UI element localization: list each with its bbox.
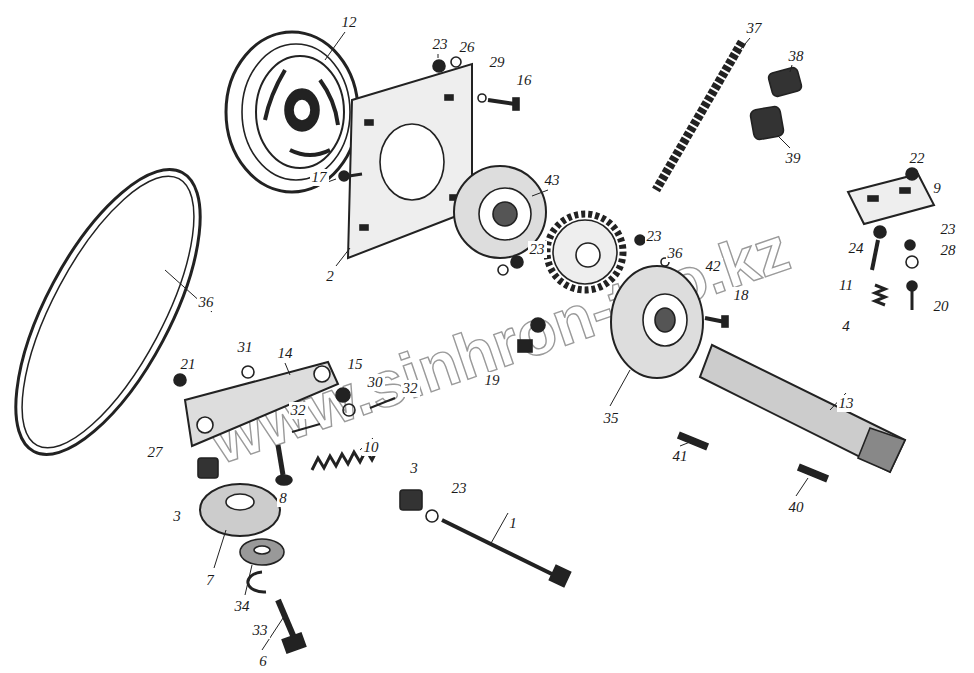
callout-number: 4 <box>840 318 852 335</box>
callout-number: 6 <box>257 653 269 670</box>
callout-number: 34 <box>233 598 252 615</box>
callout-number: 23 <box>450 480 469 497</box>
callout-number: 18 <box>732 287 751 304</box>
callout-number: 23 <box>431 36 450 53</box>
callout-number: 1 <box>507 515 519 532</box>
callout-number: 40 <box>787 499 806 516</box>
callout-number: 35 <box>602 410 621 427</box>
callout-number: 9 <box>931 180 943 197</box>
callout-number: 17 <box>310 169 329 186</box>
callout-number: 23 <box>645 228 664 245</box>
callout-number: 14 <box>276 345 295 362</box>
callout-number: 21 <box>179 356 198 373</box>
callout-number: 39 <box>784 150 803 167</box>
callout-number: 15 <box>346 356 365 373</box>
callout-number: 41 <box>671 448 690 465</box>
callout-number: 32 <box>401 380 420 397</box>
callout-number: 29 <box>488 54 507 71</box>
callout-number: 24 <box>847 240 866 257</box>
callout-number: 13 <box>837 395 856 412</box>
callout-number: 3 <box>408 460 420 477</box>
callout-number: 30 <box>366 374 385 391</box>
callout-number: 26 <box>458 39 477 56</box>
callout-number: 23 <box>528 241 547 258</box>
callout-number: 27 <box>146 444 165 461</box>
callout-number: 31 <box>236 339 255 356</box>
callout-number: 10 <box>362 439 381 456</box>
callout-number: 42 <box>704 258 723 275</box>
callout-number: 36 <box>666 245 685 262</box>
callout-number: 2 <box>324 268 336 285</box>
callout-number: 43 <box>543 172 562 189</box>
callout-number: 20 <box>932 298 951 315</box>
callout-number: 33 <box>251 622 270 639</box>
callout-number: 8 <box>277 490 289 507</box>
callout-number: 7 <box>204 572 216 589</box>
callout-number: 28 <box>939 242 958 259</box>
callout-number: 36 <box>197 294 216 311</box>
callout-number: 11 <box>837 277 855 294</box>
callout-number: 16 <box>515 72 534 89</box>
callout-number: 23 <box>939 221 958 238</box>
callout-number: 12 <box>340 14 359 31</box>
callout-number: 37 <box>745 20 764 37</box>
callout-number: 22 <box>908 150 927 167</box>
callout-number: 3 <box>171 508 183 525</box>
callout-number: 32 <box>289 402 308 419</box>
callout-number: 38 <box>787 48 806 65</box>
callout-number: 19 <box>483 372 502 389</box>
